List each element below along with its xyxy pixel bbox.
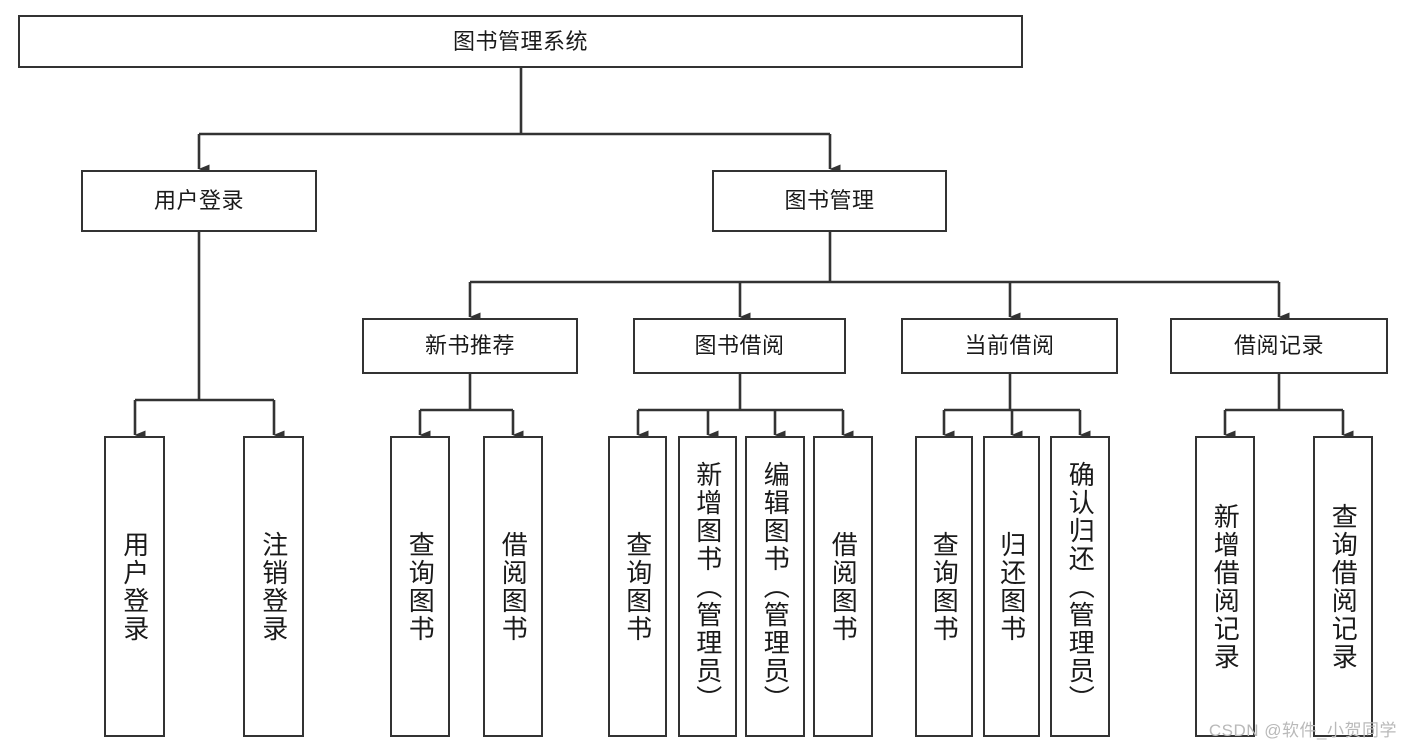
node-label: 查询图书 — [405, 530, 436, 643]
node-label: 借阅记录 — [1233, 333, 1324, 359]
node-records[interactable]: 借阅记录 — [1170, 318, 1388, 374]
node-label: 归还图书 — [996, 530, 1027, 643]
node-label: 新增借阅记录 — [1210, 502, 1241, 671]
node-leaf11[interactable]: 确认归还（管理员） — [1050, 436, 1110, 737]
node-leaf13[interactable]: 查询借阅记录 — [1313, 436, 1373, 737]
node-leaf4[interactable]: 借阅图书 — [483, 436, 543, 737]
node-leaf5[interactable]: 查询图书 — [608, 436, 667, 737]
node-leaf9[interactable]: 查询图书 — [915, 436, 973, 737]
node-login[interactable]: 用户登录 — [81, 170, 317, 232]
node-leaf2[interactable]: 注销登录 — [243, 436, 304, 737]
node-label: 用户登录 — [153, 188, 244, 214]
node-label: 图书管理系统 — [452, 28, 588, 54]
node-leaf12[interactable]: 新增借阅记录 — [1195, 436, 1255, 737]
node-leaf8[interactable]: 借阅图书 — [813, 436, 873, 737]
node-label: 新增图书（管理员） — [692, 460, 723, 713]
node-root[interactable]: 图书管理系统 — [18, 15, 1023, 68]
node-label: 编辑图书（管理员） — [760, 460, 791, 713]
node-leaf7[interactable]: 编辑图书（管理员） — [745, 436, 805, 737]
node-label: 借阅图书 — [828, 530, 859, 643]
node-label: 查询图书 — [929, 530, 960, 643]
node-label: 图书借阅 — [694, 333, 785, 359]
node-label: 借阅图书 — [498, 530, 529, 643]
node-leaf1[interactable]: 用户登录 — [104, 436, 165, 737]
node-label: 查询借阅记录 — [1328, 502, 1359, 671]
node-borrow[interactable]: 图书借阅 — [633, 318, 846, 374]
node-label: 新书推荐 — [424, 333, 515, 359]
node-label: 用户登录 — [119, 530, 150, 643]
node-bookmgmt[interactable]: 图书管理 — [712, 170, 947, 232]
csdn-watermark: CSDN @软件_小贺同学 — [1208, 721, 1397, 740]
node-current[interactable]: 当前借阅 — [901, 318, 1118, 374]
node-newbook[interactable]: 新书推荐 — [362, 318, 578, 374]
node-label: 当前借阅 — [964, 333, 1055, 359]
node-label: 图书管理 — [784, 188, 875, 214]
node-label: 注销登录 — [258, 530, 289, 643]
node-leaf10[interactable]: 归还图书 — [983, 436, 1040, 737]
node-leaf6[interactable]: 新增图书（管理员） — [678, 436, 737, 737]
node-label: 查询图书 — [622, 530, 653, 643]
node-leaf3[interactable]: 查询图书 — [390, 436, 450, 737]
node-label: 确认归还（管理员） — [1065, 460, 1096, 713]
